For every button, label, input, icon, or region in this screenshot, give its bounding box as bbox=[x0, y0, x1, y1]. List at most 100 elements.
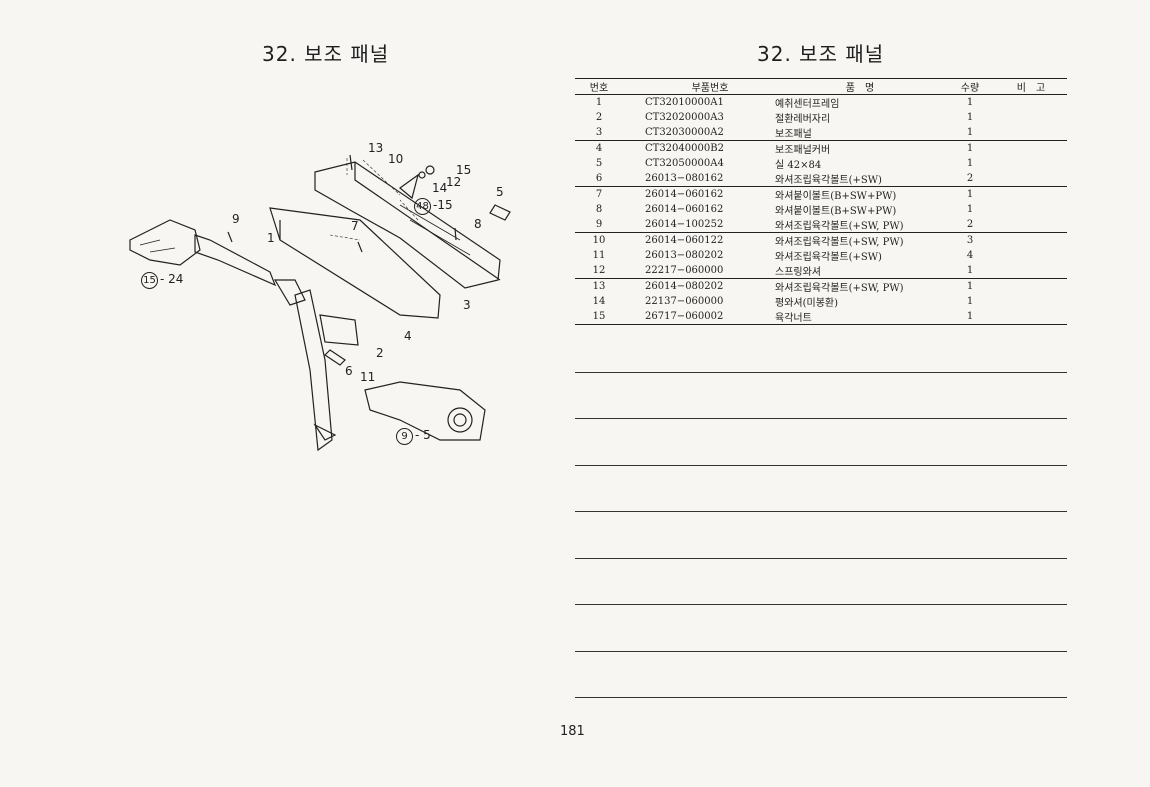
row-remarks bbox=[995, 141, 1067, 157]
callout-2: 2 bbox=[376, 346, 384, 360]
exploded-parts-diagram: 13 10 15 12 14 5 48-15 8 9 7 1 3 4 2 6 1… bbox=[100, 120, 520, 590]
row-remarks bbox=[995, 294, 1067, 309]
callout-15-24: 15- 24 bbox=[141, 272, 183, 289]
row-number: 2 bbox=[595, 112, 603, 123]
row-number: 6 bbox=[575, 171, 623, 187]
row-remarks bbox=[995, 110, 1067, 125]
row-number: 13 bbox=[592, 281, 606, 292]
row-part-name: 보조패널커버 bbox=[775, 145, 831, 156]
hook-part bbox=[129, 219, 201, 266]
row-quantity: 3 bbox=[966, 235, 974, 246]
callout-9-circle: 9 bbox=[396, 428, 413, 445]
callout-10: 10 bbox=[388, 152, 404, 166]
row-number: 15 bbox=[575, 309, 623, 325]
row-number: 8 bbox=[595, 204, 603, 215]
callout-15: 15 bbox=[456, 163, 472, 177]
table-row: 7 26014−060162 와셔붙이볼트(B+SW+PW) 1 bbox=[575, 187, 1067, 203]
diagram-drawing bbox=[129, 154, 511, 452]
row-part-number: CT32050000A4 bbox=[645, 158, 724, 169]
parts-table-body: 1 CT32010000A1 예취센터프레임 1 2 CT32020000A3 절환레버자리… bbox=[575, 95, 1067, 325]
row-part-number: 22137−060000 bbox=[645, 296, 724, 307]
callout-4: 4 bbox=[404, 329, 412, 343]
row-part-name: 육각너트 bbox=[775, 309, 945, 325]
callout-48-15: 48-15 bbox=[414, 198, 453, 215]
callout-9-suffix: - 5 bbox=[415, 428, 431, 442]
row-quantity: 2 bbox=[945, 171, 995, 187]
header-part-number: 부품번호 bbox=[623, 78, 775, 95]
row-part-name: 와셔조립육각볼트(+SW) bbox=[775, 171, 945, 187]
row-number: 3 bbox=[575, 125, 623, 141]
row-quantity: 1 bbox=[966, 204, 974, 215]
ruled-line bbox=[575, 697, 1067, 698]
header-remarks: 비 고 bbox=[995, 78, 1067, 95]
ruled-line bbox=[575, 511, 1067, 512]
ruled-line bbox=[575, 651, 1067, 652]
row-remarks bbox=[995, 248, 1067, 263]
row-remarks bbox=[995, 217, 1067, 233]
row-part-name: 실 42×84 bbox=[775, 160, 822, 171]
row-part-number: 22217−060000 bbox=[623, 263, 775, 279]
row-part-name: 절환레버자리 bbox=[775, 114, 831, 125]
row-quantity: 1 bbox=[966, 143, 974, 154]
lower-plate bbox=[364, 381, 486, 441]
row-part-number: CT32020000A3 bbox=[645, 112, 724, 123]
row-number: 5 bbox=[595, 158, 603, 169]
row-quantity: 4 bbox=[966, 250, 974, 261]
row-quantity: 1 bbox=[945, 263, 995, 279]
ruled-line bbox=[575, 558, 1067, 559]
ruled-line bbox=[575, 604, 1067, 605]
left-page-title: 32. 보조 패널 bbox=[262, 42, 390, 66]
callout-13: 13 bbox=[368, 141, 384, 155]
ruled-line bbox=[575, 418, 1067, 419]
bracket-3 bbox=[314, 161, 501, 289]
row-quantity: 1 bbox=[966, 296, 974, 307]
row-part-name: 와셔조립육각볼트(+SW, PW) bbox=[775, 283, 904, 294]
row-part-name: 와셔조립육각볼트(+SW, PW) bbox=[775, 217, 945, 233]
callout-1: 1 bbox=[267, 231, 275, 245]
row-number: 7 bbox=[595, 189, 603, 200]
row-part-number: 26014−060162 bbox=[645, 189, 724, 200]
row-part-number: CT32040000B2 bbox=[645, 143, 724, 154]
row-remarks bbox=[995, 202, 1067, 217]
row-remarks bbox=[995, 95, 1067, 111]
callout-7: 7 bbox=[351, 219, 359, 233]
row-number: 9 bbox=[575, 217, 623, 233]
row-part-name: 보조패널 bbox=[775, 125, 945, 141]
callout-48-circle: 48 bbox=[414, 198, 431, 215]
callout-9-5: 9- 5 bbox=[396, 428, 431, 445]
row-part-number: 26014−060122 bbox=[645, 235, 724, 246]
row-part-name: 와셔붙이볼트(B+SW+PW) bbox=[775, 206, 897, 217]
row-part-number: 26014−080202 bbox=[645, 281, 724, 292]
row-part-name: 와셔붙이볼트(B+SW+PW) bbox=[775, 191, 897, 202]
row-quantity: 1 bbox=[966, 189, 974, 200]
row-remarks bbox=[995, 279, 1067, 295]
row-part-name: 와셔조립육각볼트(+SW) bbox=[775, 252, 882, 263]
row-part-name: 와셔조립육각볼트(+SW, PW) bbox=[775, 237, 904, 248]
table-header-row: 번호 부품번호 품 명 수량 비 고 bbox=[575, 78, 1067, 95]
row-part-number: CT32010000A1 bbox=[645, 97, 724, 108]
callout-15-suffix: - 24 bbox=[160, 272, 184, 286]
row-part-number: CT32030000A2 bbox=[623, 125, 775, 141]
row-part-number: 26013−080162 bbox=[623, 171, 775, 187]
table-row: 13 26014−080202 와셔조립육각볼트(+SW, PW) 1 bbox=[575, 279, 1067, 295]
callout-8: 8 bbox=[474, 217, 482, 231]
row-part-number: 26014−100252 bbox=[623, 217, 775, 233]
row-quantity: 1 bbox=[966, 281, 974, 292]
row-remarks bbox=[995, 187, 1067, 203]
row-remarks bbox=[995, 156, 1067, 171]
row-part-name: 예취센터프레임 bbox=[775, 99, 840, 110]
row-number: 1 bbox=[595, 97, 603, 108]
